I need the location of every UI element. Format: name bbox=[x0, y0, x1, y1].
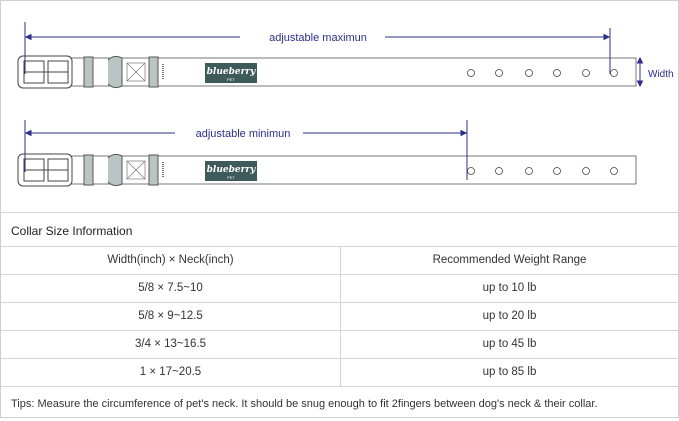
cell-size: 5/8 × 9~12.5 bbox=[1, 303, 341, 330]
collar-max bbox=[17, 55, 637, 89]
table-header: Width(inch) × Neck(inch) Recommended Wei… bbox=[1, 246, 678, 274]
label-min: adjustable minimun bbox=[196, 128, 291, 140]
header-weight: Recommended Weight Range bbox=[432, 254, 587, 266]
size-table: Collar Size Information Width(inch) × Ne… bbox=[1, 212, 678, 419]
cell-weight: up to 20 lb bbox=[482, 310, 537, 322]
table-row: 5/8 × 9~12.5 up to 20 lb bbox=[1, 302, 678, 330]
brand-sub: PET bbox=[227, 77, 235, 82]
width-arrow bbox=[636, 56, 644, 88]
cell-weight: up to 45 lb bbox=[482, 338, 537, 350]
collar-diagram: blueberry PET blueberry PET adjustable m… bbox=[17, 22, 674, 187]
brand-logo: blueberry bbox=[207, 165, 256, 175]
header-size: Width(inch) × Neck(inch) bbox=[1, 247, 341, 274]
cell-size: 5/8 × 7.5~10 bbox=[1, 275, 341, 302]
cell-size: 1 × 17~20.5 bbox=[1, 359, 341, 386]
table-row: 5/8 × 7.5~10 up to 10 lb bbox=[1, 274, 678, 302]
max-arrow bbox=[24, 22, 611, 74]
tips-text: Tips: Measure the circumference of pet's… bbox=[1, 386, 678, 419]
brand-logo: blueberry bbox=[207, 67, 256, 77]
table-title: Collar Size Information bbox=[1, 212, 678, 246]
cell-weight: up to 85 lb bbox=[482, 366, 537, 378]
label-max: adjustable maximun bbox=[269, 32, 367, 44]
cell-weight: up to 10 lb bbox=[482, 282, 537, 294]
collar-min bbox=[17, 153, 637, 187]
brand-sub: PET bbox=[227, 175, 235, 180]
label-width: Width bbox=[648, 69, 674, 80]
table-row: 3/4 × 13~16.5 up to 45 lb bbox=[1, 330, 678, 358]
min-arrow bbox=[24, 120, 468, 180]
table-row: 1 × 17~20.5 up to 85 lb bbox=[1, 358, 678, 386]
cell-size: 3/4 × 13~16.5 bbox=[1, 331, 341, 358]
